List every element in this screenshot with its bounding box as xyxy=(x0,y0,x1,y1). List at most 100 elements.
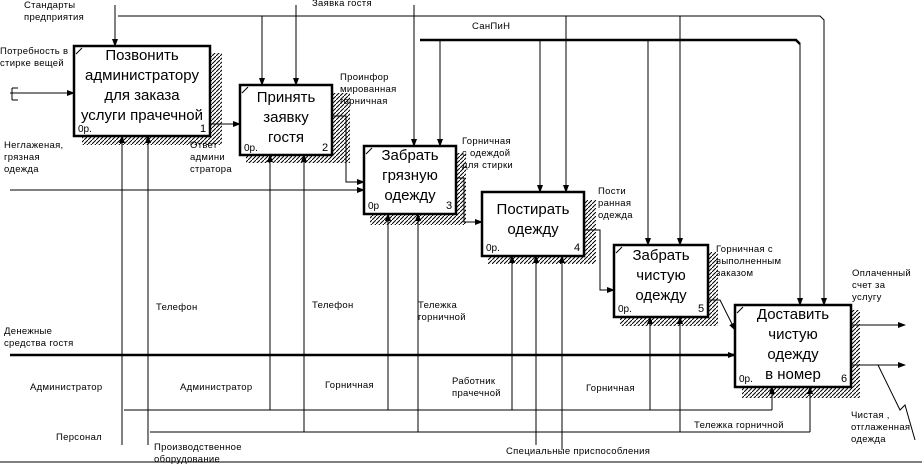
label-line: Горничная с xyxy=(716,244,773,255)
title-line: администратору xyxy=(85,67,199,84)
label-line: Стандарты xyxy=(24,0,76,11)
activity-title-6: Доставить чистую одежду в номер xyxy=(735,305,851,385)
label-line: Потребность в xyxy=(0,46,69,57)
label-cart-1: Тележка горничной xyxy=(418,300,466,324)
label-line: мированная xyxy=(340,84,397,95)
title-line: чистую xyxy=(768,326,818,343)
label-clean-clothes: Чистая , отглаженная одежда xyxy=(851,410,910,446)
label-request: Заявка гостя xyxy=(312,0,372,9)
activity-cost-4: 0р. xyxy=(486,243,500,254)
label-washed: Пости ранная одежда xyxy=(598,186,633,222)
label-dirty: Неглаженая, грязная одежда xyxy=(4,140,63,176)
activity-title-2: Принять заявку гостя xyxy=(240,88,332,148)
activity-number-3: 3 xyxy=(446,200,453,212)
activity-number-5: 5 xyxy=(698,303,705,315)
title-line: Забрать xyxy=(381,147,439,164)
label-line: счет за xyxy=(852,280,886,291)
label-line: Пости xyxy=(598,186,627,197)
label-line: стирке вещей xyxy=(0,58,64,69)
label-line: Производственное xyxy=(154,442,242,453)
title-line: Позвонить xyxy=(105,47,179,64)
activity-cost-1: 0р. xyxy=(78,124,92,135)
label-maid-order: Горничная с выполненным заказом xyxy=(716,244,781,280)
label-line: Тележка xyxy=(418,300,458,311)
title-line: одежду xyxy=(384,187,436,204)
activity-title-4: Постирать одежду xyxy=(482,200,584,240)
label-line: ранная xyxy=(598,198,632,209)
activity-number-4: 4 xyxy=(574,242,581,254)
label-line: Чистая , xyxy=(851,410,890,421)
label-line: отглаженная xyxy=(851,422,911,433)
title-line: одежду xyxy=(507,221,559,238)
activity-number-1: 1 xyxy=(200,123,207,135)
label-line: прачечной xyxy=(452,388,501,399)
activity-box-2[interactable] xyxy=(238,83,334,157)
title-line: Доставить xyxy=(756,306,830,323)
label-sanpin: СанПиН xyxy=(472,21,511,32)
label-line: оборудование xyxy=(154,454,221,465)
activity-box-6[interactable] xyxy=(733,303,853,389)
label-line: админи xyxy=(190,152,226,163)
label-maid-with-clothes: Горничная с одеждой для стирки xyxy=(462,136,513,172)
activity-box-3[interactable] xyxy=(362,144,458,216)
label-admin-2: Администратор xyxy=(180,382,253,393)
label-personnel: Персонал xyxy=(56,432,103,443)
activity-box-1[interactable] xyxy=(72,44,212,138)
label-line: выполненным xyxy=(716,256,782,267)
label-line: Ответ xyxy=(190,140,218,151)
label-maid-1: Горничная xyxy=(325,380,374,391)
title-line: услуги прачечной xyxy=(80,107,204,124)
label-line: одежда xyxy=(4,164,39,175)
activity-cost-2: 0р. xyxy=(244,143,258,154)
label-maid-2: Горничная xyxy=(586,383,635,394)
title-line: заявку xyxy=(263,109,309,126)
label-line: Оплаченный xyxy=(852,268,912,279)
title-line: Постирать xyxy=(496,201,570,218)
arrow-washed xyxy=(584,229,615,293)
label-informed-maid: Проинфор мированная горничная xyxy=(340,72,397,108)
activity-title-3: Забрать грязную одежду xyxy=(364,146,456,206)
label-cart-2: Тележка горничной xyxy=(694,420,784,431)
activity-cost-3: 0р xyxy=(368,201,380,212)
activity-number-6: 6 xyxy=(841,373,848,385)
activity-box-5[interactable] xyxy=(612,243,710,319)
activity-cost-5: 0р. xyxy=(618,304,632,315)
label-line: Горничная xyxy=(462,136,511,147)
label-paid-bill: Оплаченный счет за услугу xyxy=(852,268,911,304)
label-line: Работник xyxy=(452,376,496,387)
arrow-maid-order xyxy=(708,299,736,331)
activity-box-4[interactable] xyxy=(480,190,586,258)
label-line: грязная xyxy=(4,152,40,163)
label-admin-answer: Ответ админи стратора xyxy=(190,140,232,176)
label-line: одежда xyxy=(851,434,886,445)
label-line: Проинфор xyxy=(340,72,389,83)
label-admin-1: Администратор xyxy=(30,382,103,393)
arrow-standards-to-6 xyxy=(118,15,827,306)
title-line: Забрать xyxy=(632,247,690,264)
label-phone-2: Телефон xyxy=(312,300,354,311)
arrow-sanpin xyxy=(420,38,801,45)
label-line: Денежные xyxy=(4,326,53,337)
label-standards: Стандарты предприятия xyxy=(24,0,84,24)
label-line: предприятия xyxy=(24,12,85,23)
label-phone-1: Телефон xyxy=(156,302,198,313)
label-line: средства гостя xyxy=(4,338,74,349)
activity-title-5: Забрать чистую одежду xyxy=(614,246,708,306)
title-line: для заказа xyxy=(104,87,180,104)
label-line: горничная xyxy=(340,96,388,107)
label-money: Денежные средства гостя xyxy=(4,326,74,350)
label-need: Потребность в стирке вещей xyxy=(0,46,68,70)
bracket-icon xyxy=(11,87,18,101)
label-equipment: Производственное оборудование xyxy=(154,442,242,466)
label-laundry-worker: Работник прачечной xyxy=(452,376,501,400)
label-line: стратора xyxy=(190,164,232,175)
label-line: заказом xyxy=(716,268,754,279)
label-line: для стирки xyxy=(462,160,514,171)
title-line: в номер xyxy=(765,366,821,383)
title-line: грязную xyxy=(382,167,438,184)
arrow-maid-with-clothes xyxy=(456,177,483,225)
activity-number-2: 2 xyxy=(322,142,329,154)
title-line: одежду xyxy=(635,287,687,304)
label-line: горничной xyxy=(418,312,466,323)
